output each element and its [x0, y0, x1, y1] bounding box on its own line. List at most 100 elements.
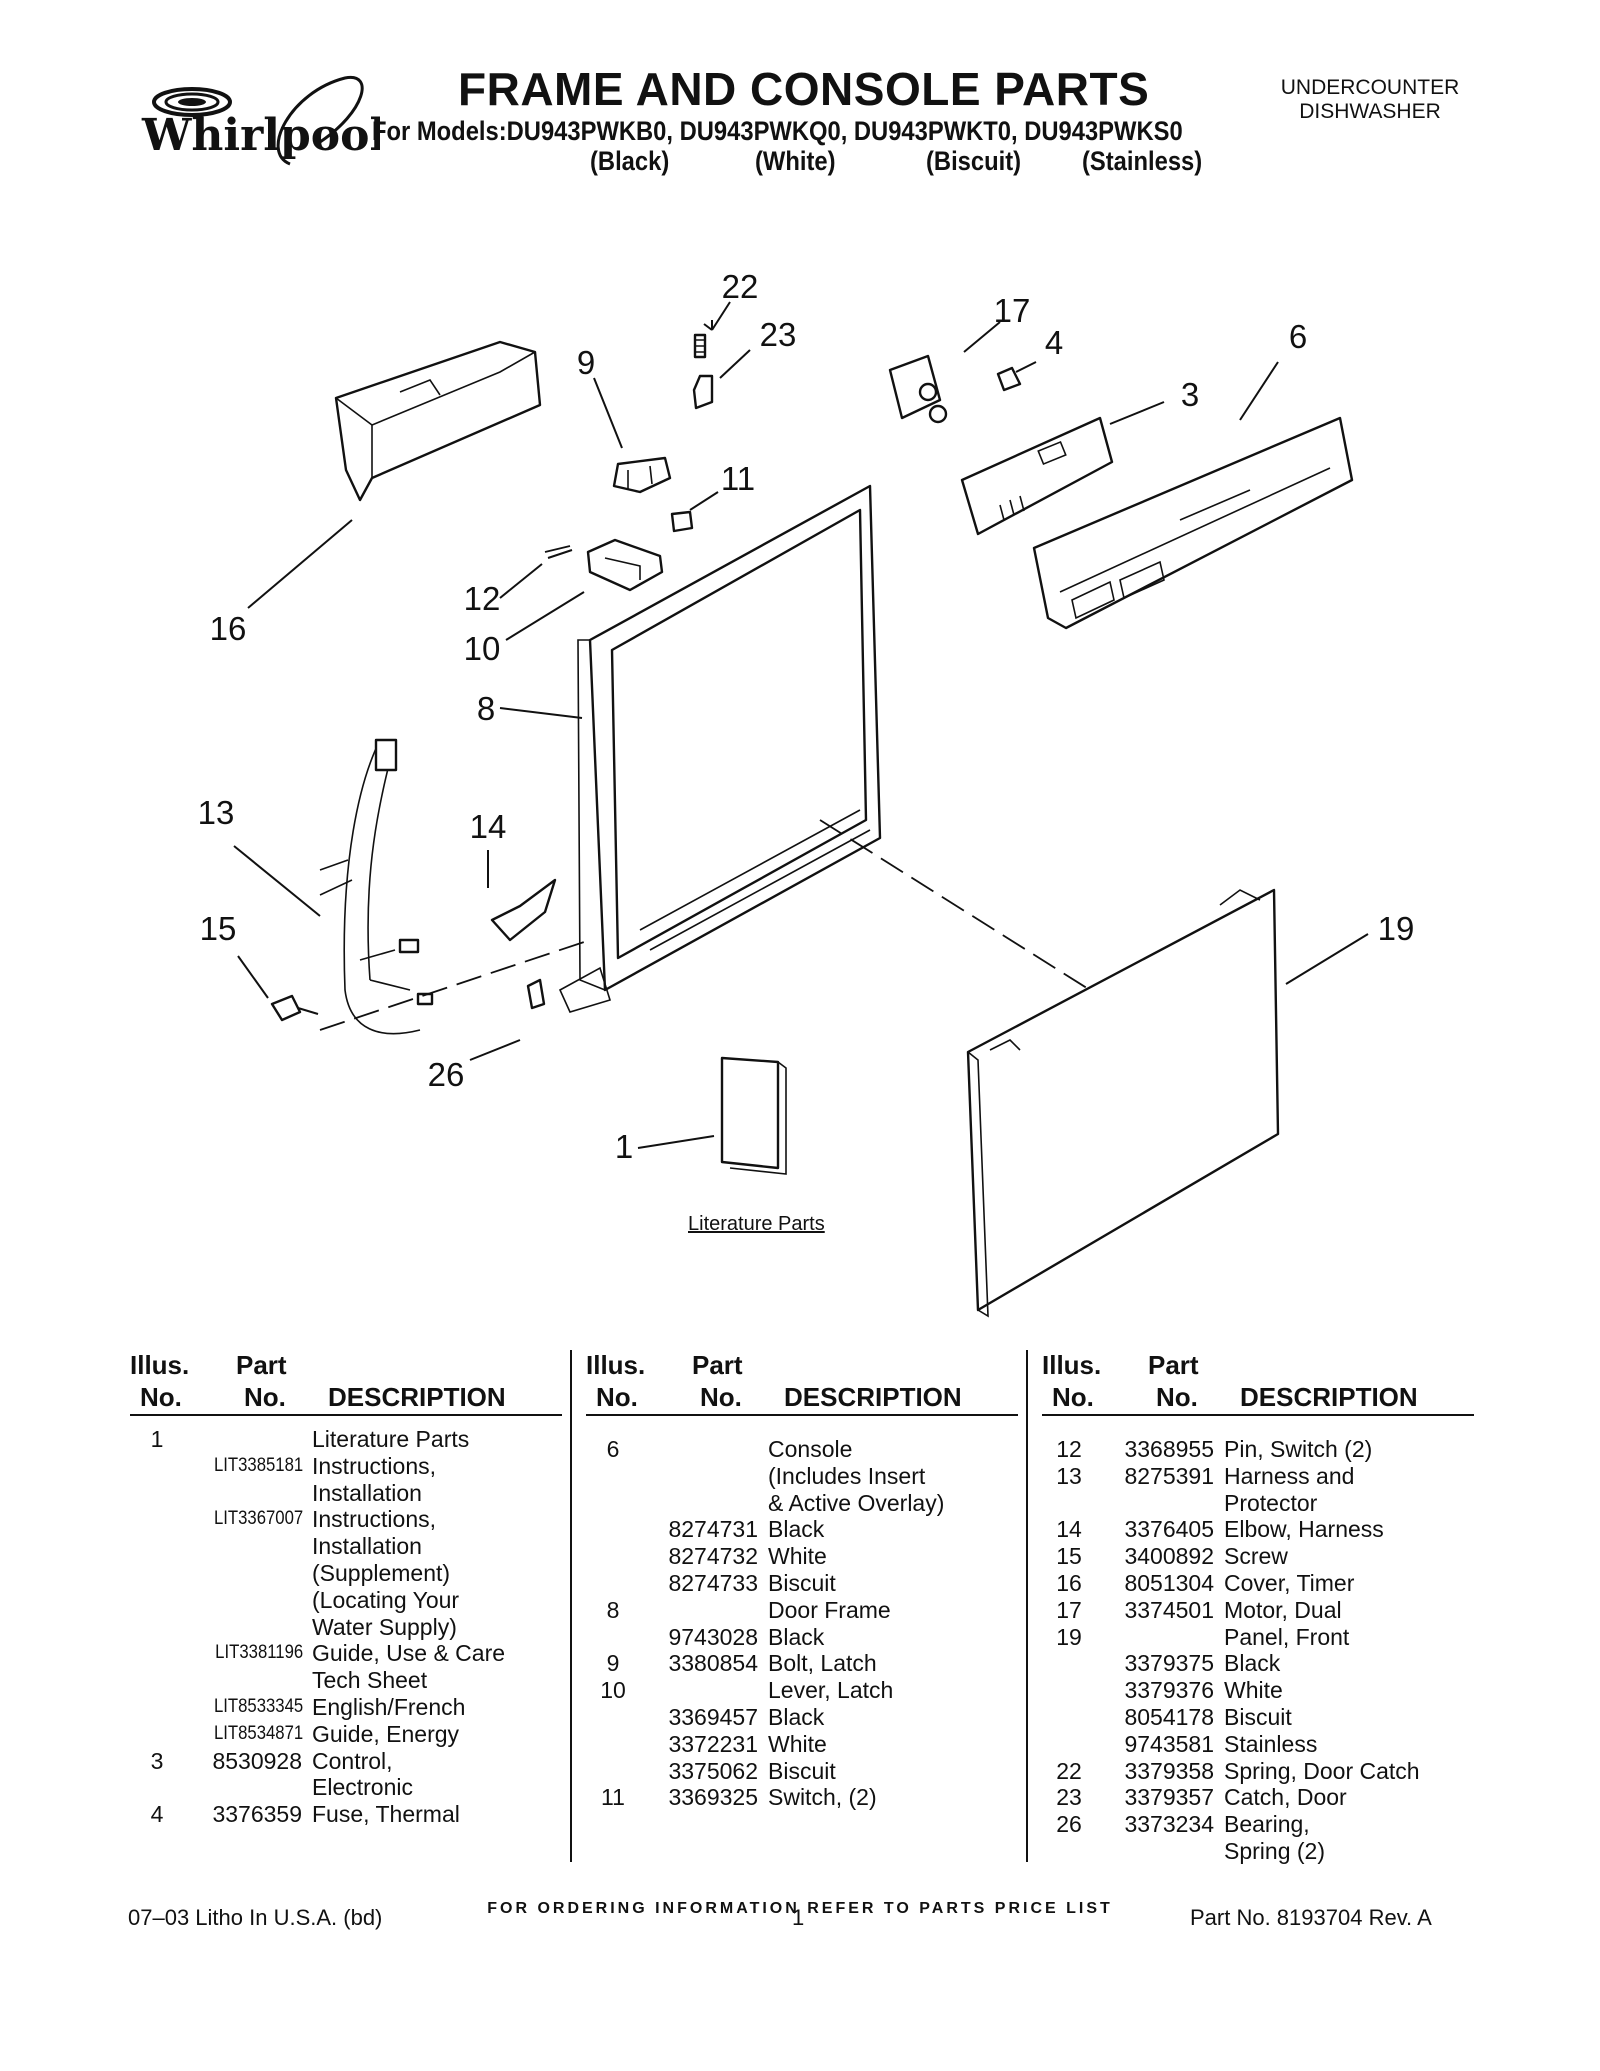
illus-number: [586, 1624, 640, 1651]
category-line-2: DISHWASHER: [1299, 100, 1441, 123]
part-console: [1032, 416, 1354, 630]
leader-line: [1285, 933, 1369, 985]
header-illus-no: No.: [596, 1382, 638, 1412]
part-latch-lever: [586, 538, 664, 592]
header-description: DESCRIPTION: [328, 1382, 506, 1412]
part-number: 8274733: [668, 1569, 758, 1596]
column-divider: [570, 1350, 572, 1862]
illus-number: [1042, 1704, 1096, 1731]
leader-line: [963, 321, 1001, 353]
part-description: Literature Parts: [312, 1426, 470, 1452]
part-number: LIT3367007: [213, 1508, 304, 1530]
illus-number: 23: [1056, 1784, 1082, 1811]
part-number: [184, 1426, 312, 1453]
part-spring-bearing: [526, 978, 546, 1010]
part-description: Harness and Protector: [1224, 1462, 1355, 1516]
part-description: Black: [768, 1623, 825, 1650]
part-number: 8275391: [1124, 1462, 1214, 1489]
callout-14: 14: [470, 808, 507, 845]
part-description: Pin, Switch (2): [1224, 1436, 1373, 1462]
part-number: LIT3385181: [213, 1454, 304, 1476]
callout-16: 16: [210, 610, 247, 647]
litho-line: 07–03 Litho In U.S.A. (bd): [128, 1905, 383, 1930]
assembly-guide-line: [544, 545, 571, 553]
part-description: Biscuit: [768, 1757, 836, 1784]
illus-number: [130, 1506, 184, 1640]
part-number: 9743581: [1124, 1730, 1214, 1757]
part-number: 3373234: [1124, 1811, 1214, 1838]
part-literature: [720, 1056, 787, 1175]
illus-number: [130, 1640, 184, 1694]
part-number: LIT8533345: [213, 1695, 304, 1717]
part-number: [640, 1677, 768, 1704]
part-description: Black: [768, 1516, 825, 1543]
leader-line: [703, 301, 731, 331]
part-description: Screw: [1224, 1543, 1288, 1570]
callout-8: 8: [477, 690, 495, 727]
part-number: 3380854: [668, 1650, 758, 1677]
leader-line: [499, 707, 583, 719]
part-number: 3376405: [1124, 1516, 1214, 1543]
header-part: Part: [692, 1350, 743, 1380]
document-part-number: Part No. 8193704 Rev. A: [1190, 1905, 1432, 1930]
illus-number: 10: [600, 1677, 626, 1704]
illus-number: 3: [150, 1747, 164, 1774]
part-door-catch: [692, 374, 714, 410]
part-front-panel: [966, 888, 1280, 1318]
part-description: Bearing, Spring (2): [1224, 1811, 1325, 1864]
part-number: 8274732: [668, 1543, 758, 1570]
leader-line: [469, 1039, 521, 1061]
exploded-parts-diagram: 22 23 17 4 6 9 3 11 16 12 10 8 13 14 15 …: [198, 268, 1414, 1318]
callout-1: 1: [615, 1128, 633, 1165]
whirlpool-logo: Whirlpool: [141, 75, 380, 166]
part-number: 3379376: [1124, 1677, 1214, 1704]
part-number: 3369457: [668, 1703, 758, 1730]
part-door-catch-spring: [693, 333, 707, 359]
illus-number: [130, 1694, 184, 1721]
leader-line: [593, 377, 623, 449]
header-illus: Illus.: [1042, 1350, 1102, 1380]
model-list: For Models:DU943PWKB0, DU943PWKQ0, DU943…: [372, 116, 1183, 146]
part-number: [640, 1597, 768, 1624]
header-illus-no: No.: [140, 1382, 182, 1412]
part-description: Catch, Door: [1224, 1784, 1347, 1811]
literature-parts-caption: Literature Parts: [688, 1213, 825, 1235]
leader-line: [499, 563, 543, 599]
part-number: 3376359: [212, 1801, 302, 1828]
leader-line: [689, 491, 719, 511]
part-description: Console (Includes Insert & Active Overla…: [768, 1436, 945, 1516]
header-illus: Illus.: [130, 1350, 190, 1380]
part-number: 3369325: [668, 1784, 758, 1811]
page-number: 1: [792, 1905, 805, 1930]
part-description: Spring, Door Catch: [1224, 1757, 1420, 1784]
part-thermal-fuse: [996, 366, 1022, 392]
part-description: Bolt, Latch: [768, 1650, 877, 1677]
illus-number: 11: [601, 1784, 625, 1811]
part-number: 8530928: [212, 1747, 302, 1774]
illus-number: [586, 1570, 640, 1597]
callout-10: 10: [464, 630, 501, 667]
illus-number: 4: [150, 1801, 164, 1828]
header-part-no: No.: [1156, 1382, 1198, 1412]
finish-biscuit: (Biscuit): [926, 146, 1022, 176]
illus-number: 9: [606, 1650, 620, 1677]
svg-text:Whirlpool: Whirlpool: [141, 110, 380, 161]
part-description: Door Frame: [768, 1596, 891, 1623]
part-description: Instructions, Installation: [312, 1452, 436, 1506]
part-electronic-control: [960, 416, 1114, 536]
